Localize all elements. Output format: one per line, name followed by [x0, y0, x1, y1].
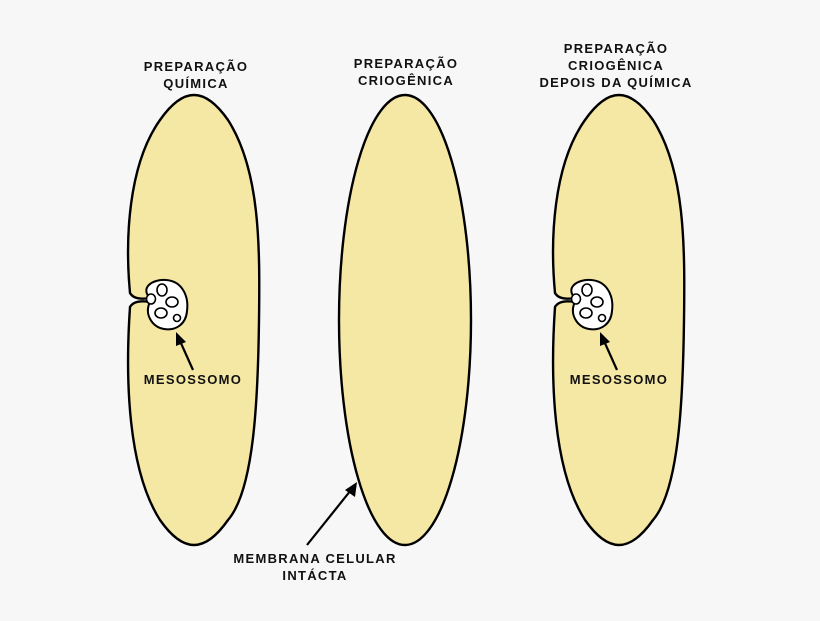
membrane-label-line-1: MEMBRANA CELULAR — [233, 551, 396, 566]
panel-chemical-title-line-2: QUÍMICA — [163, 76, 228, 91]
mesosome-granule — [145, 293, 157, 305]
panel-cryogenic-title-line-2: CRIOGÊNICA — [358, 73, 454, 88]
mesosome-arrowhead-third — [600, 332, 610, 346]
mesosome-granule — [579, 307, 593, 319]
membrane-arrowhead — [345, 482, 357, 497]
membrane-label-line-2: INTÁCTA — [282, 568, 347, 583]
mesosome-granule — [570, 293, 582, 305]
panel-cryogenic: PREPARAÇÃO CRIOGÊNICA MEMBRANA CELULAR I… — [233, 56, 473, 583]
mesosome-label-third: MESOSSOMO — [570, 372, 668, 387]
cell-body-cryogenic — [337, 93, 473, 547]
mesosome-granule — [165, 296, 179, 308]
membrane-arrow — [306, 489, 352, 546]
panel-third-title-line-1: PREPARAÇÃO — [564, 41, 669, 56]
panel-cryogenic-after-chemical: PREPARAÇÃO CRIOGÊNICA DEPOIS DA QUÍMICA … — [539, 41, 692, 547]
mesosome-arrow-third — [602, 340, 619, 371]
panel-cryogenic-title-line-1: PREPARAÇÃO — [354, 56, 459, 71]
mesosome-arrow-chemical — [178, 340, 195, 371]
mesosome-granule — [172, 313, 182, 323]
panel-third-title-line-3: DEPOIS DA QUÍMICA — [539, 75, 692, 90]
panel-chemical-title-line-1: PREPARAÇÃO — [144, 59, 249, 74]
mesosome-arrowhead-chemical — [176, 332, 186, 346]
cell-body-chemical — [126, 93, 261, 547]
mesosome-granule — [590, 296, 604, 308]
mesosome-label-chemical: MESOSSOMO — [144, 372, 242, 387]
panel-third-title-line-2: CRIOGÊNICA — [568, 58, 664, 73]
mesosome-granule — [597, 313, 607, 323]
mesosome-granule — [581, 283, 593, 297]
mesosome-granule — [156, 283, 168, 297]
panel-chemical: PREPARAÇÃO QUÍMICA MESOSSOMO — [126, 59, 261, 547]
mesosome-granule — [154, 307, 168, 319]
cell-body-cryogenic-after-chemical — [551, 93, 686, 547]
